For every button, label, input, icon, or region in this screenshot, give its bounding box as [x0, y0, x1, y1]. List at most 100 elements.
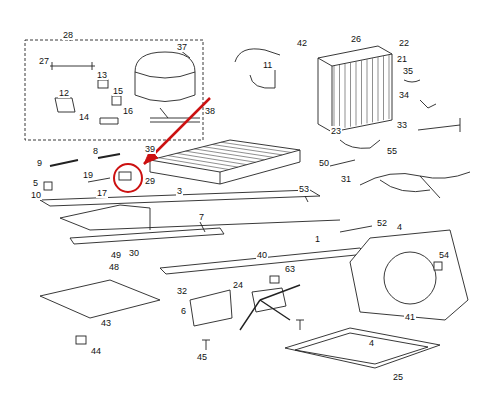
coil-fins — [159, 55, 389, 170]
callout-number: 28 — [62, 30, 74, 40]
fin — [389, 55, 390, 119]
wire-harness — [360, 172, 470, 198]
relay-cover — [98, 80, 108, 88]
callout-number: 5 — [32, 178, 39, 188]
bracket — [44, 182, 52, 190]
callout-number: 17 — [96, 188, 108, 198]
callout-number: 6 — [180, 306, 187, 316]
callout-number: 40 — [256, 250, 268, 260]
callout-number: 25 — [392, 372, 404, 382]
tube — [250, 70, 275, 88]
compressor-seam — [135, 72, 195, 78]
fin — [334, 66, 335, 130]
callout-number: 37 — [176, 42, 188, 52]
clip — [270, 276, 279, 283]
callout-number: 4 — [396, 222, 403, 232]
clip — [100, 118, 118, 124]
fin — [378, 57, 379, 121]
callout-number: 48 — [108, 262, 120, 272]
overload — [112, 96, 121, 105]
drain-pan-rim — [295, 333, 428, 364]
evaporator-tube — [221, 142, 291, 152]
drain-pan — [285, 328, 440, 368]
callout-number: 38 — [204, 106, 216, 116]
callout-number: 30 — [128, 248, 140, 258]
callout-number: 34 — [398, 90, 410, 100]
callout-number: 39 — [144, 144, 156, 154]
access-plate — [40, 280, 160, 318]
callout-number: 16 — [122, 106, 134, 116]
spacer — [50, 154, 120, 166]
callout-number: 21 — [396, 54, 408, 64]
callout-number: 8 — [92, 146, 99, 156]
fin — [372, 58, 373, 122]
callout-number: 15 — [112, 86, 124, 96]
fin — [345, 64, 346, 128]
callout-number: 33 — [396, 120, 408, 130]
fan-blade — [240, 285, 300, 330]
callout-number: 27 — [38, 56, 50, 66]
callout-number: 13 — [96, 70, 108, 80]
evaporator — [150, 140, 300, 172]
frame — [60, 205, 340, 230]
frame-rail — [160, 248, 366, 274]
callout-number: 63 — [284, 264, 296, 274]
fan-opening — [384, 252, 436, 304]
callout-number: 3 — [176, 186, 183, 196]
callout-number: 42 — [296, 38, 308, 48]
callout-number: 10 — [30, 190, 42, 200]
part-29 — [119, 172, 131, 180]
screw — [202, 320, 304, 350]
fan-shroud — [350, 230, 468, 320]
callout-number: 55 — [386, 146, 398, 156]
foot — [76, 336, 86, 344]
relay — [55, 98, 75, 112]
fin — [383, 56, 384, 120]
fin — [356, 62, 357, 126]
callout-number: 4 — [368, 338, 375, 348]
condenser-edge — [318, 54, 392, 132]
highlight-circle — [114, 164, 142, 192]
callout-number: 31 — [340, 174, 352, 184]
leader-line — [200, 222, 205, 232]
callout-number: 14 — [78, 112, 90, 122]
callout-number: 23 — [330, 126, 342, 136]
fin — [339, 65, 340, 129]
compressor — [135, 52, 195, 102]
motor-bracket — [190, 290, 232, 326]
condenser — [318, 46, 392, 132]
callout-number: 1 — [314, 234, 321, 244]
drier-tube — [418, 118, 460, 132]
callout-number: 12 — [58, 88, 70, 98]
callout-number: 54 — [438, 250, 450, 260]
compressor-group-box — [25, 40, 203, 140]
compressor-foot — [160, 108, 168, 118]
grommet — [434, 262, 442, 270]
evaporator-edge — [150, 150, 300, 184]
callout-number: 41 — [404, 312, 416, 322]
tube — [330, 160, 372, 232]
callout-number: 9 — [36, 158, 43, 168]
callout-number: 44 — [90, 346, 102, 356]
callout-number: 45 — [196, 352, 208, 362]
fin — [361, 61, 362, 125]
callout-number: 22 — [398, 38, 410, 48]
callout-number: 52 — [376, 218, 388, 228]
callout-number: 11 — [262, 60, 273, 70]
fin — [350, 63, 351, 127]
callout-number: 19 — [82, 170, 94, 180]
fin — [367, 59, 368, 123]
callout-number: 24 — [232, 280, 244, 290]
harness — [150, 118, 200, 122]
callout-number: 7 — [198, 212, 205, 222]
callout-number: 49 — [110, 250, 122, 260]
callout-number: 29 — [144, 176, 156, 186]
tube — [340, 140, 380, 148]
callout-number: 26 — [350, 34, 362, 44]
callout-number: 50 — [318, 158, 330, 168]
callout-number: 53 — [298, 184, 310, 194]
power-cord — [50, 62, 95, 70]
frame-rail — [70, 228, 224, 244]
